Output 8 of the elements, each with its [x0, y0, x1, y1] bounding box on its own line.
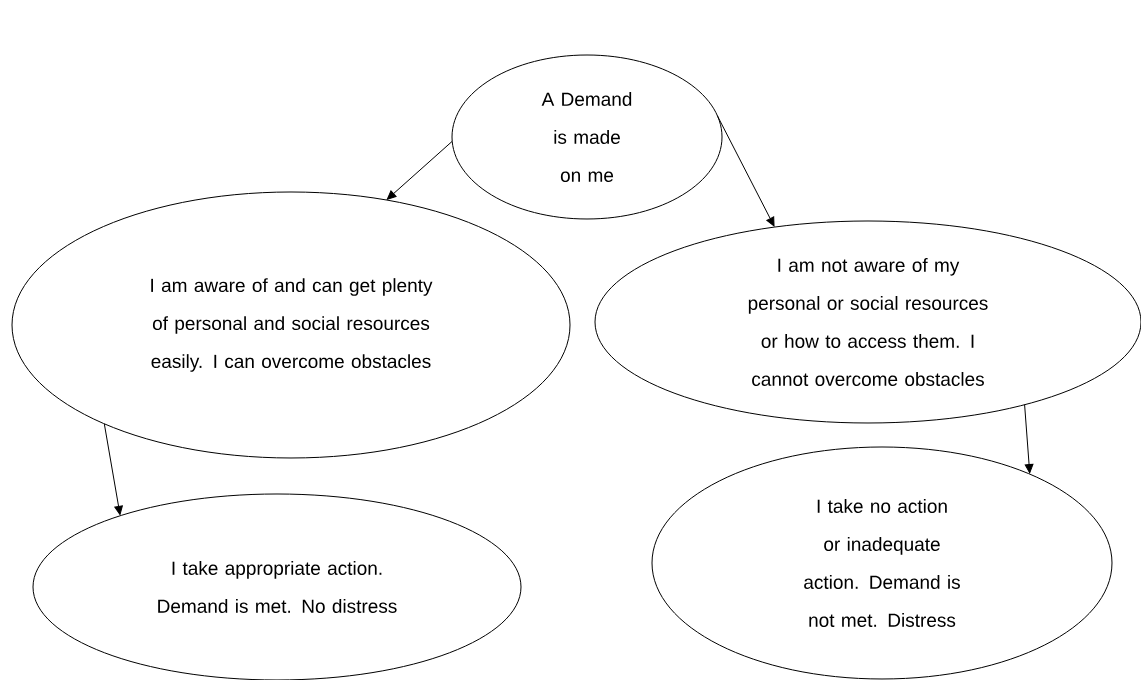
ellipse-node: A Demand is made on me [451, 54, 723, 220]
arrow [386, 140, 453, 200]
arrow [103, 423, 123, 516]
arrow [1024, 404, 1034, 474]
ellipse-node: I am aware of and can get plenty of personal and social resources easily. I can overcome obstacles [11, 191, 571, 459]
ellipse-node: I am not aware of my personal or social resources or how to access them. I cannot overcome obstacles [594, 220, 1141, 424]
arrow [716, 115, 775, 227]
ellipse-node: I take no action or inadequate action. Demand is not met. Distress [651, 446, 1113, 680]
